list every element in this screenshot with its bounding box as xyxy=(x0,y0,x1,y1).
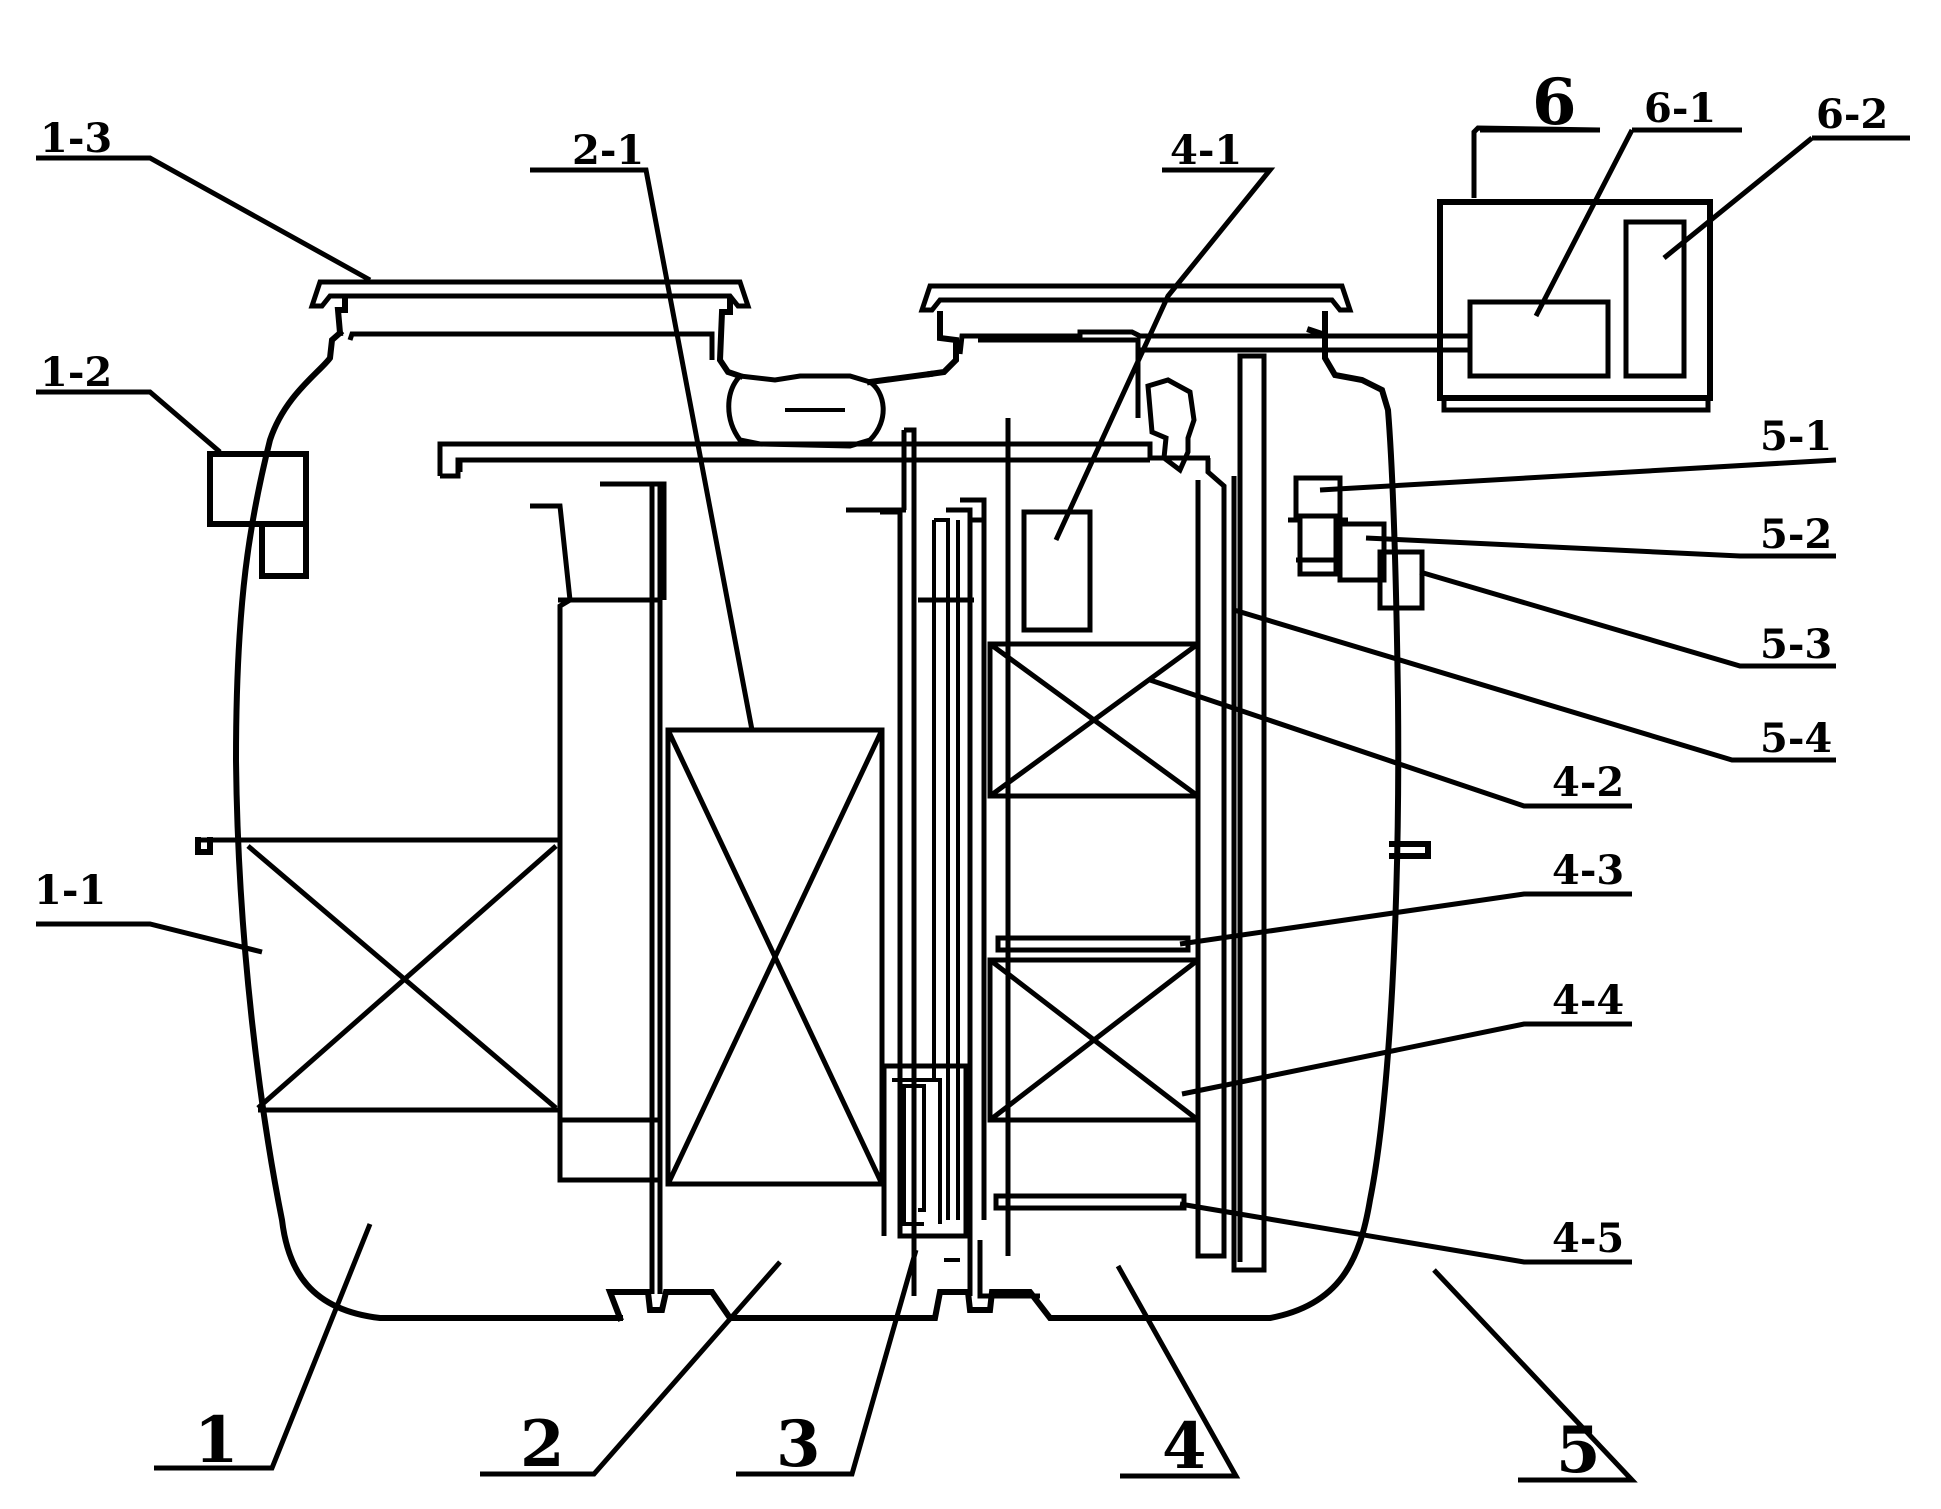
label-5: 5 xyxy=(1556,1413,1601,1488)
left-neck xyxy=(334,297,744,380)
chamber2-media-diag-b xyxy=(665,728,885,1186)
top-horizontal-pipe xyxy=(437,441,1210,479)
chamber4-device-4-1 xyxy=(1021,509,1093,633)
plate-4-5 xyxy=(993,1193,1187,1211)
leader-2 xyxy=(480,1260,782,1477)
leader-6 xyxy=(1471,125,1601,198)
chamber1-media-diag-b xyxy=(256,844,558,1110)
left-lid xyxy=(308,279,752,309)
leader-1-1 xyxy=(36,921,263,955)
media-4-2-diag-b xyxy=(988,641,1200,799)
leader-4-4 xyxy=(1181,1021,1632,1097)
label-5-2: 5-2 xyxy=(1760,511,1832,558)
chamber5-walls xyxy=(1195,353,1267,1273)
device-6-2 xyxy=(1623,219,1687,379)
leader-4 xyxy=(1115,1264,1241,1479)
plate-4-3 xyxy=(995,935,1191,953)
device-5-2 xyxy=(1337,521,1387,583)
chamber2-wall-left xyxy=(649,484,663,1294)
label-5-3: 5-3 xyxy=(1760,621,1832,668)
label-1-2: 1-2 xyxy=(40,349,112,396)
leader-1 xyxy=(154,1223,373,1471)
label-5-4: 5-4 xyxy=(1760,715,1832,762)
chamber2-top-wall xyxy=(660,481,667,600)
control-box-base xyxy=(1441,398,1711,413)
inlet-box xyxy=(207,451,309,527)
chamber4-divider-top xyxy=(978,337,1141,418)
chamber1-baffle xyxy=(558,481,663,1120)
leader-5-1 xyxy=(1319,457,1837,493)
label-4-1: 4-1 xyxy=(1170,127,1242,174)
left-neck-inner xyxy=(347,331,715,360)
label-6-2: 6-2 xyxy=(1816,91,1888,138)
label-4: 4 xyxy=(1162,1409,1207,1484)
label-4-4: 4-4 xyxy=(1552,977,1624,1024)
label-2: 2 xyxy=(520,1407,565,1482)
chamber5-elbow xyxy=(1145,377,1197,474)
chamber1-media-box xyxy=(198,837,560,1113)
leader-4-2 xyxy=(1149,677,1632,809)
label-5-1: 5-1 xyxy=(1760,413,1832,460)
leader-4-1 xyxy=(1053,167,1276,542)
chamber5-outlet-stub xyxy=(1389,841,1431,859)
leader-6-2 xyxy=(1662,135,1910,260)
device-5-1-body xyxy=(1288,517,1348,577)
device-6-1 xyxy=(1467,299,1611,379)
leader-5-2 xyxy=(1365,535,1836,559)
label-3: 3 xyxy=(776,1407,821,1482)
label-6: 6 xyxy=(1532,65,1577,140)
leader-1-3 xyxy=(36,155,372,283)
label-4-5: 4-5 xyxy=(1552,1215,1624,1262)
label-2-1: 2-1 xyxy=(572,127,644,174)
label-6-1: 6-1 xyxy=(1644,85,1716,132)
leader-2-1 xyxy=(530,167,755,731)
leader-5 xyxy=(1432,1268,1638,1483)
chamber1-media-diag-a xyxy=(246,844,558,1110)
leader-1-2 xyxy=(36,389,222,454)
control-line xyxy=(1138,333,1470,353)
leader-5-3 xyxy=(1419,569,1836,669)
device-5-1 xyxy=(1293,475,1343,519)
chamber2-media-box xyxy=(665,727,885,1187)
media-4-4-diag-b xyxy=(988,958,1200,1122)
leader-4-3 xyxy=(1179,891,1632,947)
leader-6-1 xyxy=(1533,127,1742,318)
chamber3-outer xyxy=(846,507,969,1239)
label-1: 1 xyxy=(194,1403,239,1478)
label-1-1: 1-1 xyxy=(34,867,106,914)
chamber1-left-stub xyxy=(195,837,213,855)
inlet-pipe xyxy=(259,521,309,579)
right-neck-inner xyxy=(957,329,1142,355)
label-4-3: 4-3 xyxy=(1552,847,1624,894)
leader-5-4 xyxy=(1233,607,1836,763)
label-1-3: 1-3 xyxy=(40,115,112,162)
leader-4-5 xyxy=(1179,1201,1632,1265)
right-lid xyxy=(918,283,1354,313)
chamber3-cap xyxy=(946,497,987,523)
chamber4-outer xyxy=(967,500,1040,1299)
chamber3-inner-pipes xyxy=(892,518,960,1226)
device-5-3 xyxy=(1377,549,1425,611)
leader-3 xyxy=(736,1249,919,1477)
control-box xyxy=(1437,199,1713,401)
label-4-2: 4-2 xyxy=(1552,759,1624,806)
right-neck xyxy=(926,311,1328,378)
chamber1-inner-wall xyxy=(530,503,663,1183)
tank-top-right xyxy=(866,370,934,386)
